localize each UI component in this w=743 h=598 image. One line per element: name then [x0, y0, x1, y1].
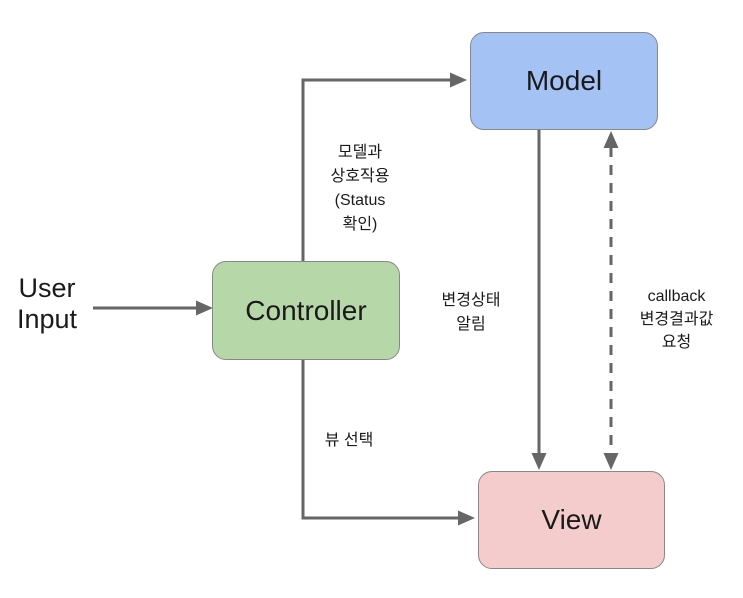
- user-input-label: User Input: [6, 273, 88, 335]
- node-view: View: [478, 471, 665, 569]
- node-model: Model: [470, 32, 658, 130]
- arrowhead-controller-to-model: [450, 72, 467, 88]
- node-controller: Controller: [212, 261, 400, 360]
- arrowhead-model-to-view: [531, 453, 547, 470]
- node-controller-label: Controller: [245, 294, 367, 326]
- arrowhead-callback-up: [603, 131, 619, 148]
- label-controller-model-interaction: 모델과 상호작용 (Status 확인): [330, 144, 390, 233]
- label-state-change-notify: 변경상태 알림: [441, 292, 501, 333]
- node-view-label: View: [541, 504, 602, 535]
- edge-controller-to-view: [301, 358, 460, 520]
- arrowhead-controller-to-view: [458, 510, 475, 526]
- label-view-select: 뷰 선택: [324, 432, 374, 449]
- user-input-line-1: User: [18, 273, 76, 303]
- arrowhead-callback-down: [603, 453, 619, 470]
- edge-controller-to-model: [301, 78, 452, 261]
- node-model-label: Model: [525, 65, 603, 96]
- arrowhead-user-to-controller: [196, 300, 213, 316]
- label-callback-request: callback 변경결과값 요청: [639, 288, 714, 351]
- user-input-line-2: Input: [16, 304, 78, 334]
